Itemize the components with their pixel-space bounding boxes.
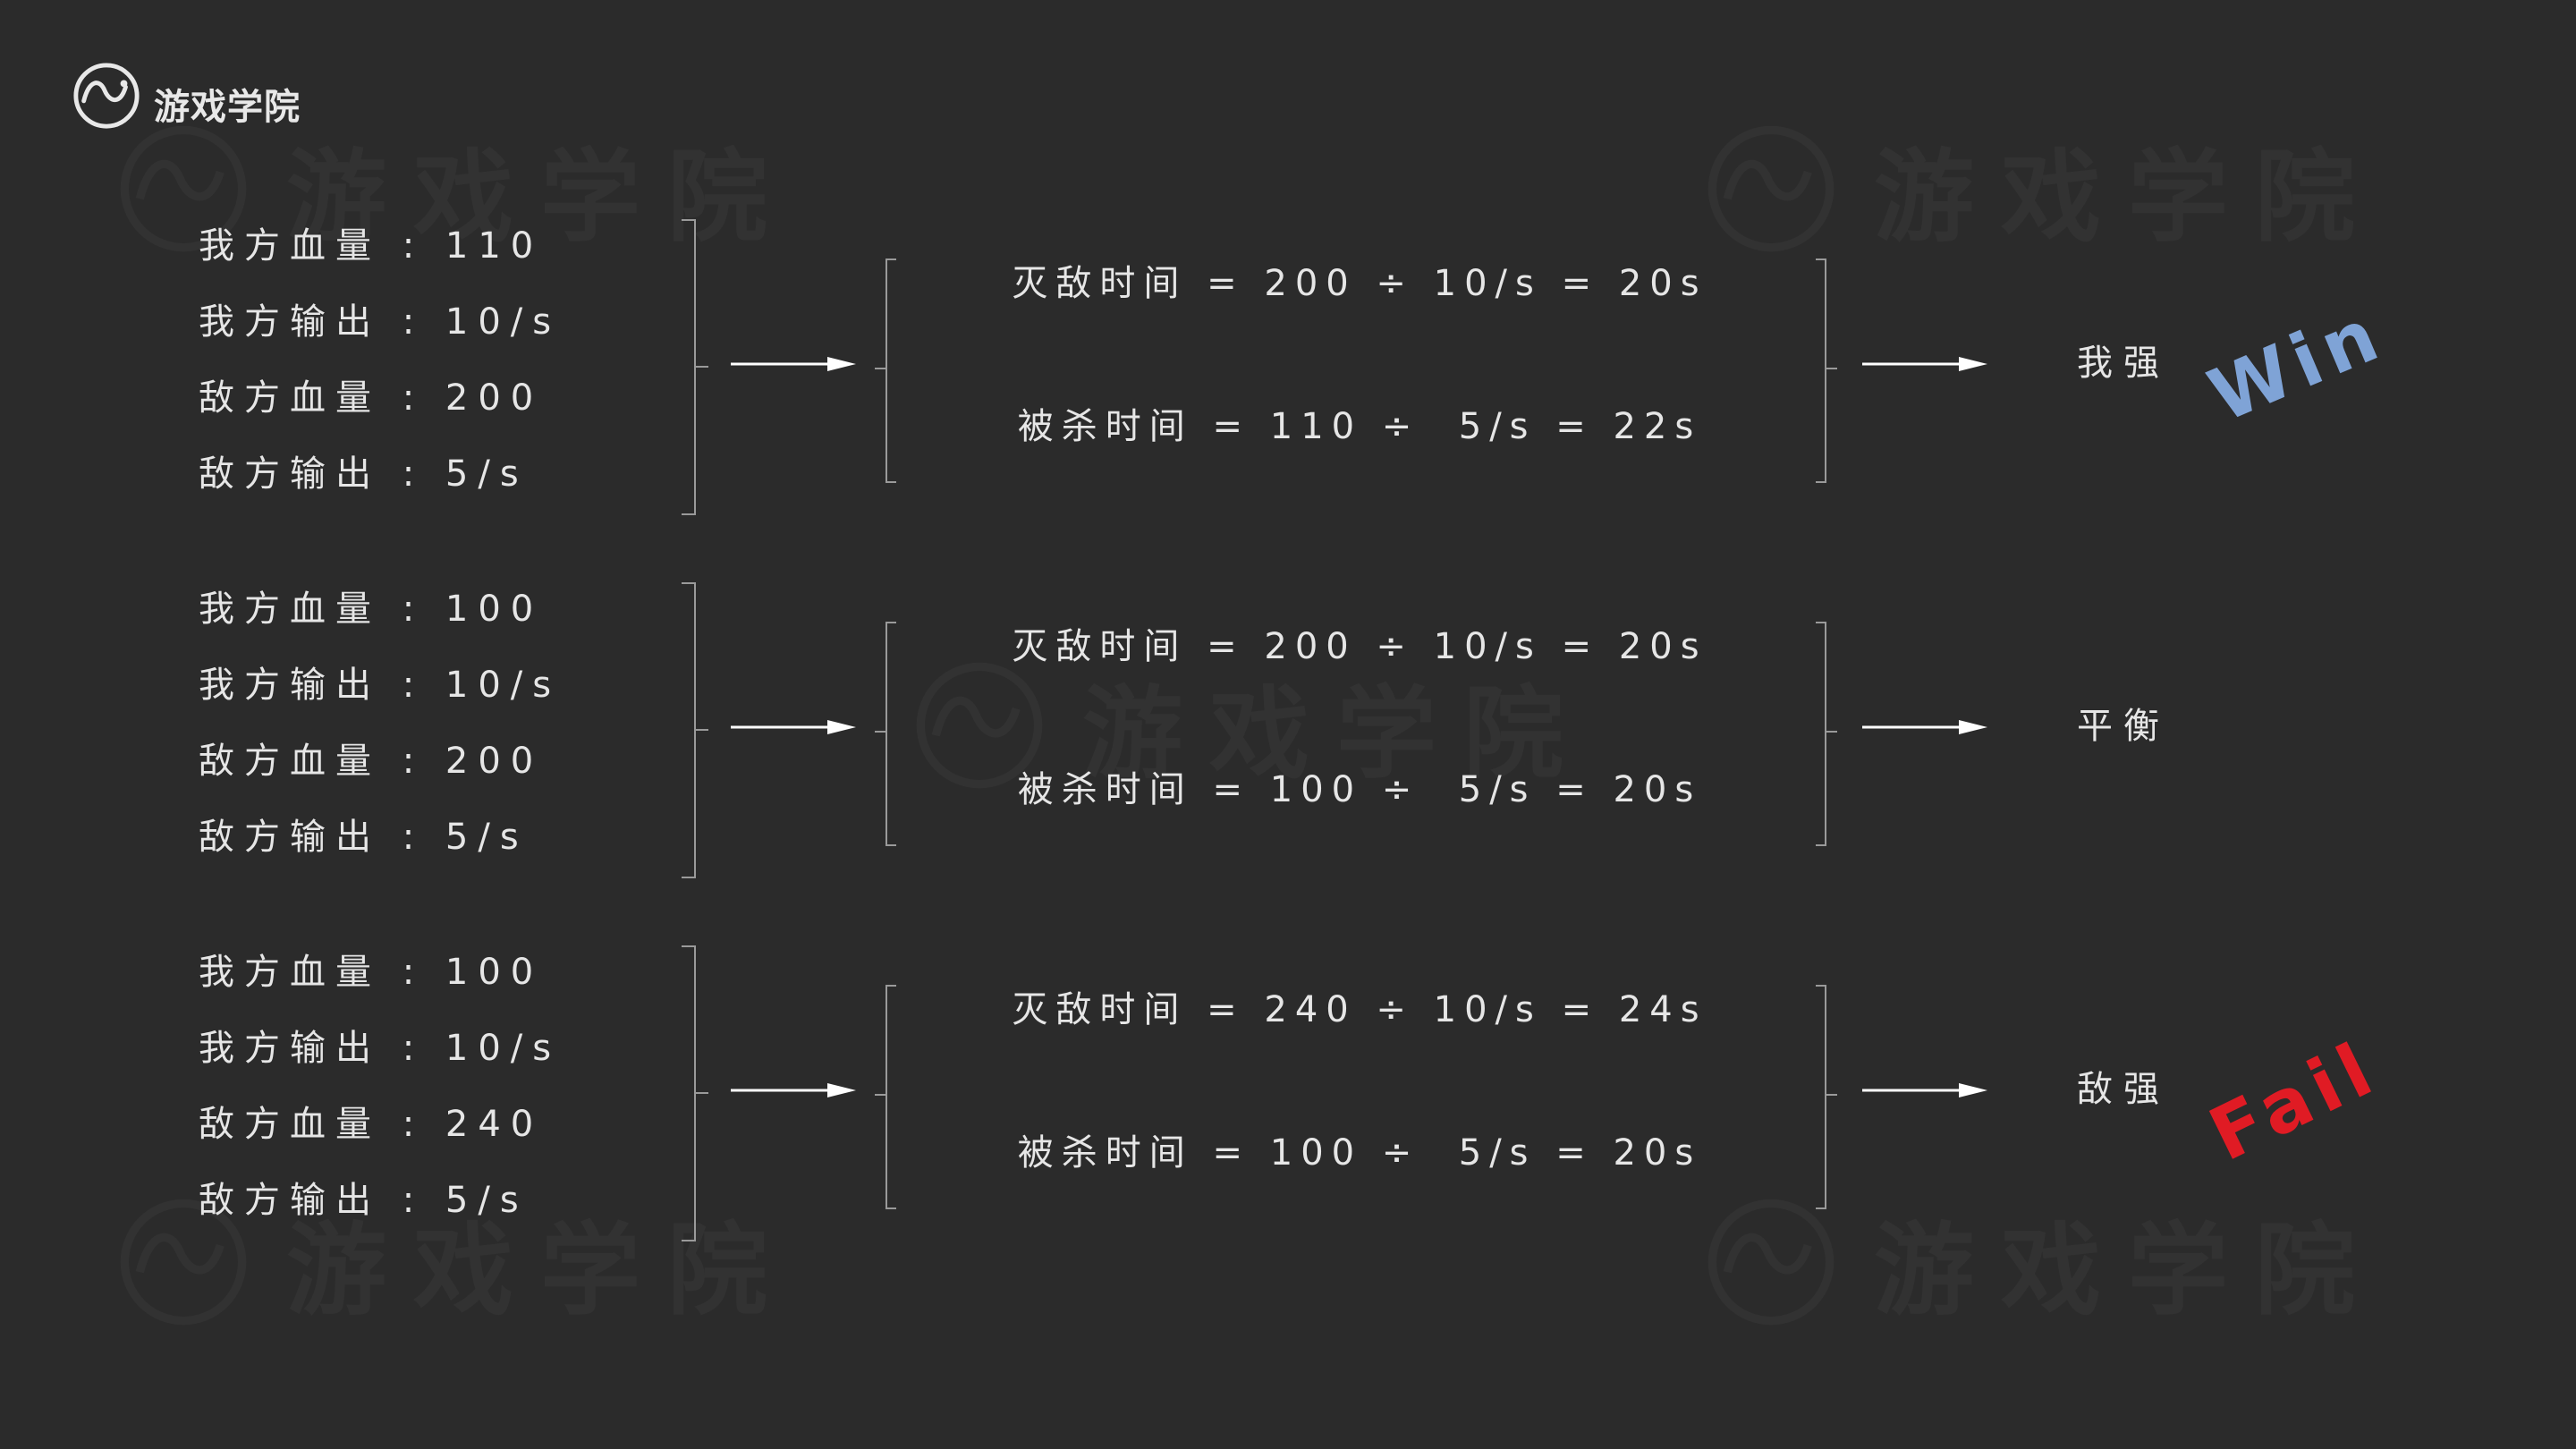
result-label: 平衡 (2077, 706, 2170, 747)
scenario-row-3: 我方血量 : 100 我方输出 : 10/s 敌方血量 : 240 敌方输出 :… (0, 945, 2576, 1241)
stat-line: 敌方血量 : 240 (199, 1104, 544, 1145)
formula-bracket-close (1816, 258, 1837, 483)
stats-block: 我方血量 : 100 我方输出 : 10/s 敌方血量 : 200 敌方输出 :… (199, 582, 561, 886)
stat-line: 我方血量 : 100 (199, 952, 544, 993)
stats-bracket (682, 219, 708, 515)
stat-line: 敌方输出 : 5/s (199, 453, 529, 495)
formula-bracket-close (1816, 985, 1837, 1209)
stat-line: 敌方输出 : 5/s (199, 1180, 529, 1221)
scenario-row-1: 我方血量 : 110 我方输出 : 10/s 敌方血量 : 200 敌方输出 :… (0, 219, 2576, 515)
arrow-right-icon (1862, 355, 1987, 373)
kill-time-formula: 灭敌时间 = 240 ÷ 10/s = 24s (1012, 989, 1707, 1030)
result-label: 我强 (2077, 343, 2170, 384)
brand-logo: 游戏学院 (72, 61, 301, 131)
killed-time-formula: 被杀时间 = 110 ÷ 5/s = 22s (1017, 406, 1702, 447)
stats-bracket (682, 945, 708, 1241)
arrow-right-icon (1862, 1081, 1987, 1099)
stats-block: 我方血量 : 110 我方输出 : 10/s 敌方血量 : 200 敌方输出 :… (199, 219, 561, 523)
stat-line: 我方输出 : 10/s (199, 1028, 562, 1069)
stats-block: 我方血量 : 100 我方输出 : 10/s 敌方血量 : 240 敌方输出 :… (199, 945, 561, 1250)
formula-bracket-close (1816, 622, 1837, 846)
kill-time-formula: 灭敌时间 = 200 ÷ 10/s = 20s (1012, 263, 1707, 304)
arrow-right-icon (731, 718, 856, 736)
arrow-right-icon (731, 355, 856, 373)
game-academy-logo-icon (73, 63, 140, 129)
arrow-right-icon (731, 1081, 856, 1099)
killed-time-formula: 被杀时间 = 100 ÷ 5/s = 20s (1017, 769, 1702, 810)
scenario-row-2: 我方血量 : 100 我方输出 : 10/s 敌方血量 : 200 敌方输出 :… (0, 582, 2576, 878)
formula-bracket-open (875, 622, 896, 846)
killed-time-formula: 被杀时间 = 100 ÷ 5/s = 20s (1017, 1132, 1702, 1174)
formula-bracket-open (875, 985, 896, 1209)
formula-block: 灭敌时间 = 200 ÷ 10/s = 20s 被杀时间 = 100 ÷ 5/s… (930, 620, 1789, 817)
brand-name: 游戏学院 (154, 87, 301, 128)
stat-line: 我方输出 : 10/s (199, 301, 562, 343)
stat-line: 我方血量 : 100 (199, 589, 544, 630)
formula-block: 灭敌时间 = 240 ÷ 10/s = 24s 被杀时间 = 100 ÷ 5/s… (930, 983, 1789, 1180)
stat-line: 敌方血量 : 200 (199, 741, 544, 782)
stat-line: 我方输出 : 10/s (199, 665, 562, 706)
formula-bracket-open (875, 258, 896, 483)
result-label: 敌强 (2077, 1069, 2170, 1110)
stat-line: 敌方血量 : 200 (199, 377, 544, 419)
stat-line: 敌方输出 : 5/s (199, 817, 529, 858)
kill-time-formula: 灭敌时间 = 200 ÷ 10/s = 20s (1012, 626, 1707, 667)
stats-bracket (682, 582, 708, 878)
arrow-right-icon (1862, 718, 1987, 736)
stat-line: 我方血量 : 110 (199, 225, 544, 267)
formula-block: 灭敌时间 = 200 ÷ 10/s = 20s 被杀时间 = 110 ÷ 5/s… (930, 257, 1789, 453)
